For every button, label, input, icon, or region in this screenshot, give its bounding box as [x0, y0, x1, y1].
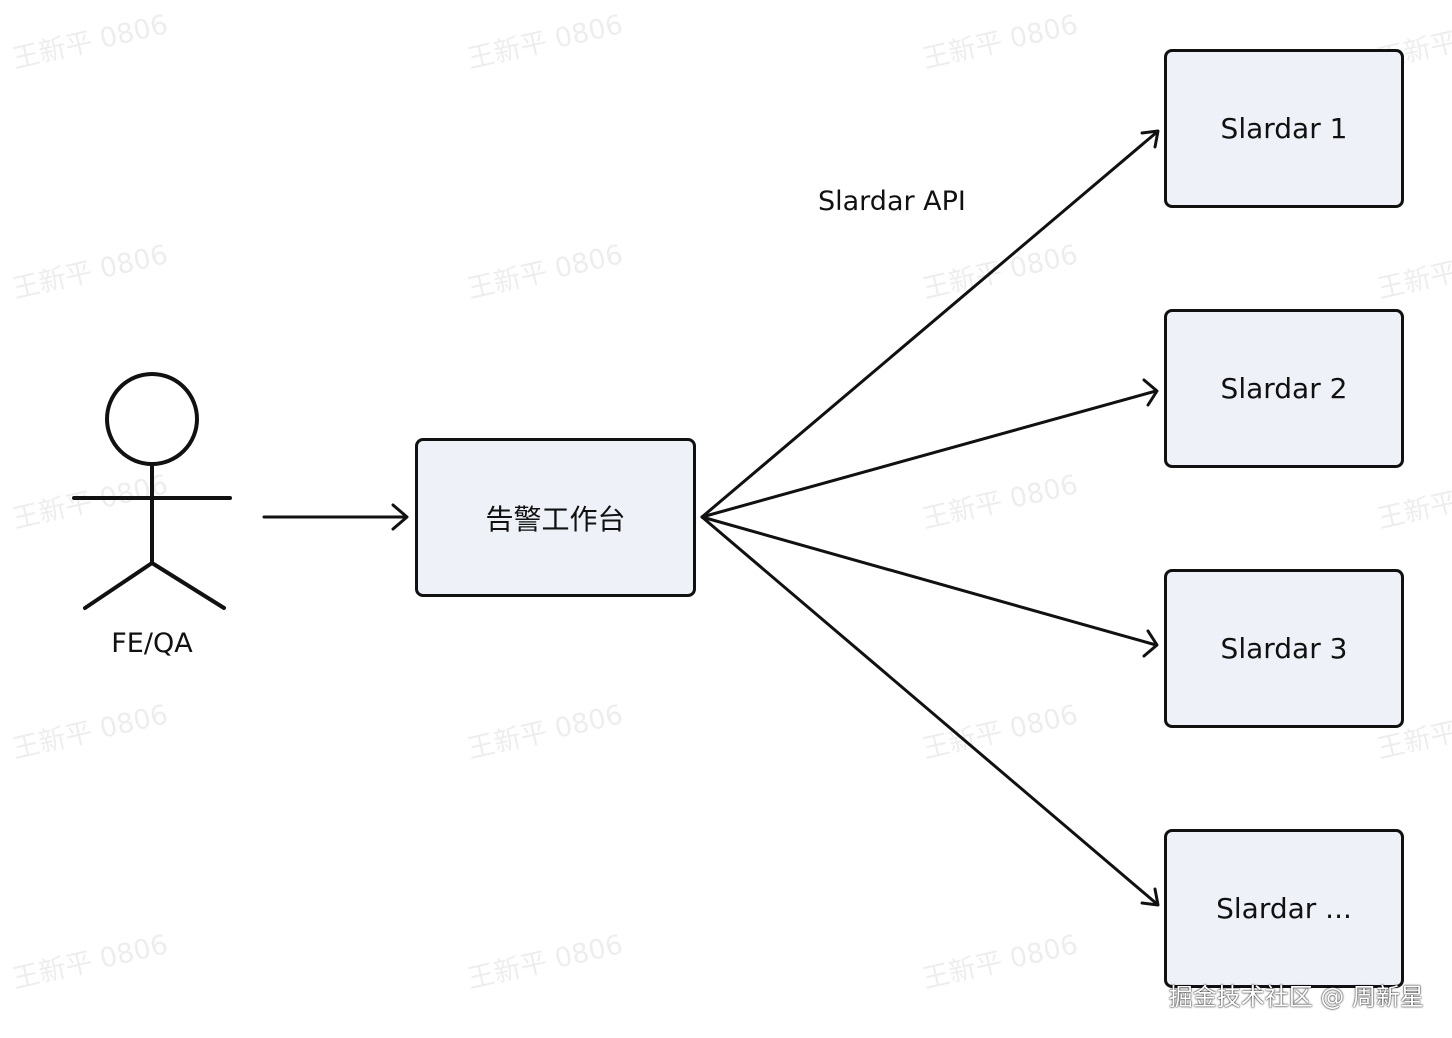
arrow-to-slardar-1: [700, 129, 1160, 519]
credit-text: 掘金技术社区 @ 周新星: [1168, 983, 1424, 1011]
actor-label: FE/QA: [111, 628, 193, 659]
slardar-node-3: Slardar 3: [1164, 569, 1404, 728]
slardar-node-1: Slardar 1: [1164, 49, 1404, 208]
slardar-node-label: Slardar 1: [1220, 112, 1348, 145]
slardar-node-more: Slardar ...: [1164, 829, 1404, 988]
arrow-to-slardar-2: [700, 378, 1159, 519]
slardar-node-label: Slardar 2: [1220, 372, 1348, 405]
edge-label-api: Slardar API: [818, 186, 966, 217]
arrow-actor-to-workbench: [262, 503, 409, 531]
slardar-node-label: Slardar ...: [1216, 892, 1352, 925]
workbench-label: 告警工作台: [485, 502, 626, 536]
slardar-node-label: Slardar 3: [1220, 632, 1348, 665]
arrow-to-slardar-3: [700, 515, 1159, 658]
workbench-node: 告警工作台: [415, 438, 696, 597]
slardar-node-2: Slardar 2: [1164, 309, 1404, 468]
arrow-to-slardar-more: [700, 515, 1160, 907]
stick-figure-icon: [72, 372, 232, 610]
